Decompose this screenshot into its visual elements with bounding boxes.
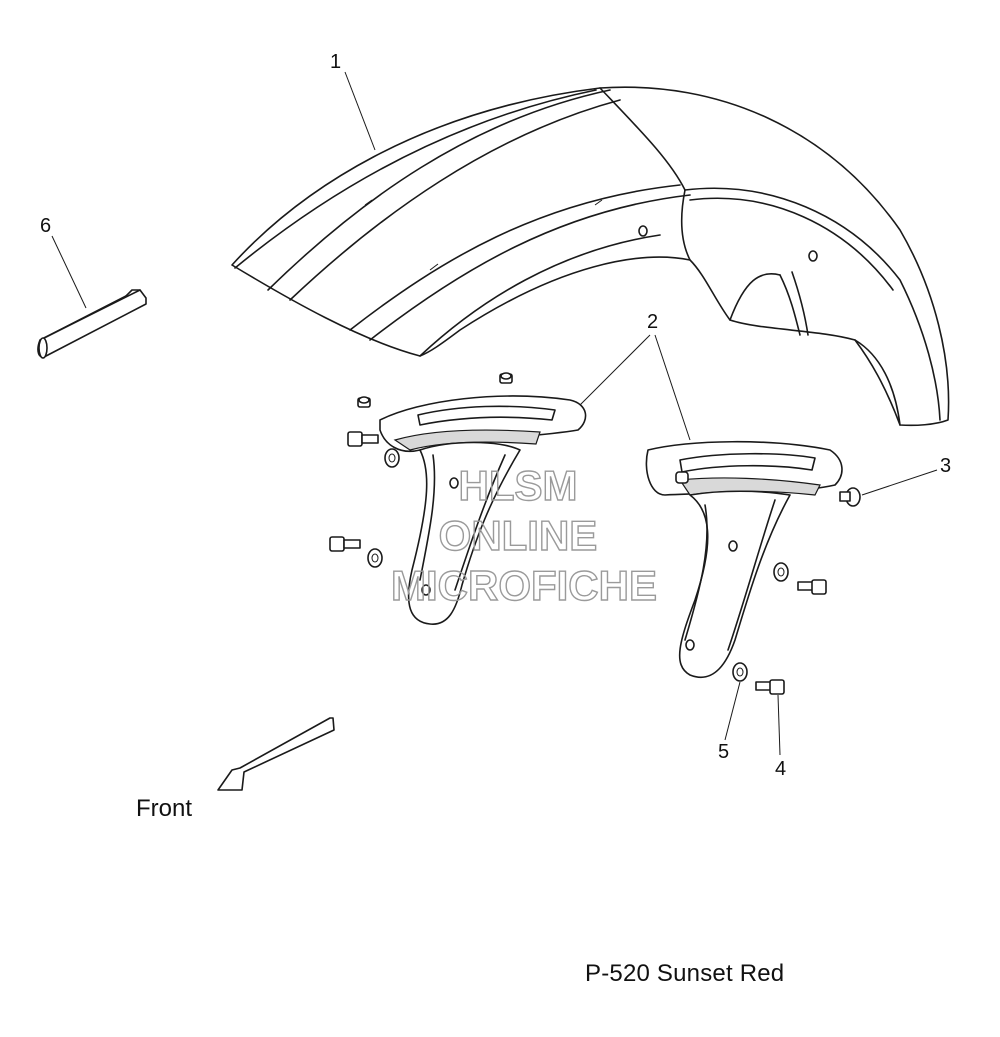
front-label: Front — [136, 795, 193, 822]
callout-1: 1 — [330, 51, 341, 73]
rivet-left-2 — [499, 372, 513, 384]
callout-2: 2 — [647, 311, 658, 333]
left-fender-bracket — [379, 395, 587, 625]
bolt-left-upper — [347, 431, 379, 447]
callout-3: 3 — [940, 455, 951, 477]
watermark-line-3: MICROFICHE — [391, 562, 657, 609]
rivet-right-top — [675, 471, 689, 484]
washer-right-upper — [773, 562, 789, 582]
washer-right-lower — [732, 662, 748, 682]
leader-lines — [51, 71, 938, 756]
right-fender-bracket — [645, 440, 843, 678]
bolt-left-lower — [329, 536, 361, 552]
watermark-line-1: HLSM — [459, 462, 578, 509]
callout-6: 6 — [40, 215, 51, 237]
washer-left-lower — [367, 548, 383, 568]
bolt-right-upper — [797, 579, 827, 595]
trim-strip — [37, 289, 147, 359]
diagram-caption: P-520 Sunset Red — [585, 960, 785, 987]
front-direction-arrow-icon — [217, 717, 335, 791]
watermark-line-2: ONLINE — [439, 512, 598, 559]
watermark: HLSM ONLINE MICROFICHE — [390, 461, 657, 609]
washer-left-upper — [384, 448, 400, 468]
rivet-left-1 — [357, 396, 371, 408]
front-fender — [231, 86, 950, 427]
callout-4: 4 — [775, 758, 786, 780]
rivet-right-3 — [839, 487, 861, 507]
callout-5: 5 — [718, 741, 729, 763]
bolt-right-lower — [755, 679, 785, 695]
